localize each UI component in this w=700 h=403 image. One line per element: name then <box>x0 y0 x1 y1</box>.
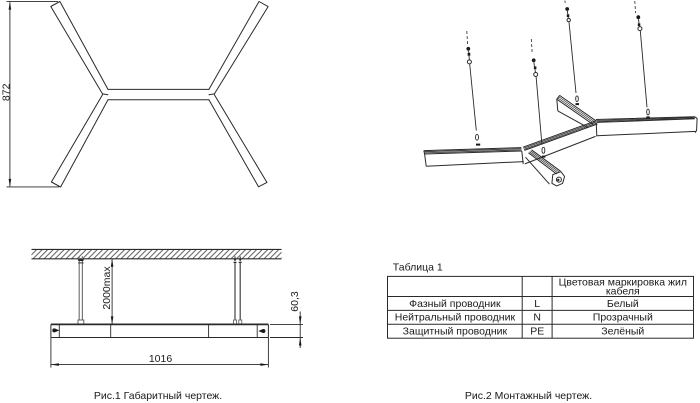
svg-text:Нейтральный проводник: Нейтральный проводник <box>395 312 516 324</box>
svg-text:Рис.2 Монтажный чертеж.: Рис.2 Монтажный чертеж. <box>465 390 592 402</box>
svg-text:N: N <box>533 312 541 324</box>
svg-text:1016: 1016 <box>149 353 173 365</box>
svg-text:872: 872 <box>0 83 12 101</box>
svg-text:Защитный проводник: Защитный проводник <box>403 326 508 338</box>
svg-text:Белый: Белый <box>607 298 639 310</box>
svg-text:Зелёный: Зелёный <box>601 326 644 338</box>
svg-text:Таблица 1: Таблица 1 <box>393 262 443 274</box>
svg-text:Фазный проводник: Фазный проводник <box>409 298 501 310</box>
svg-text:2000max: 2000max <box>101 266 113 310</box>
svg-text:PE: PE <box>530 326 544 338</box>
svg-text:Прозрачный: Прозрачный <box>593 312 653 324</box>
svg-text:L: L <box>534 298 540 310</box>
svg-text:Рис.1 Габаритный чертеж.: Рис.1 Габаритный чертеж. <box>94 390 222 402</box>
svg-text:Цветовая маркировка жил: Цветовая маркировка жил <box>559 277 687 289</box>
svg-text:60,3: 60,3 <box>289 291 301 312</box>
svg-text:кабеля: кабеля <box>606 286 640 298</box>
